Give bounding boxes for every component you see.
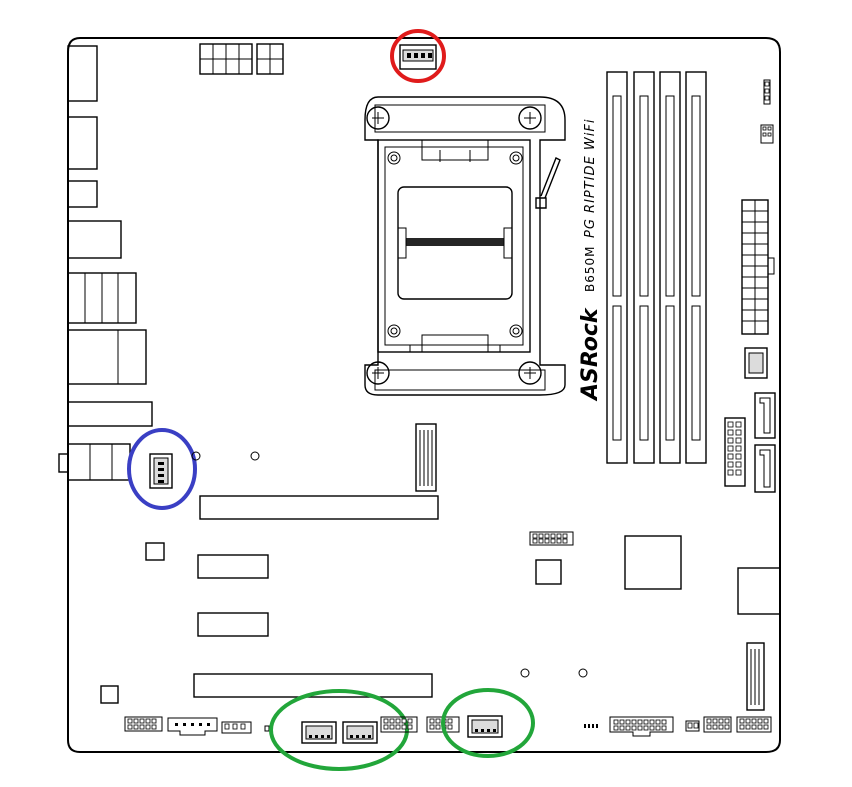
- cpu-socket: [364, 96, 566, 396]
- dimm-slots: [606, 71, 707, 464]
- green-highlight-circle-right: [441, 688, 535, 758]
- mount-hole: [250, 451, 260, 461]
- model-label: B650M: [583, 246, 597, 293]
- bottom-fan-header-1: [301, 721, 337, 744]
- pcie-slots: [193, 495, 439, 698]
- brand-label: ASRock: [578, 307, 603, 402]
- m2-connector-vertical: [415, 423, 437, 492]
- lower-right-connector: [746, 642, 765, 711]
- cpu-fan-header: [399, 44, 437, 70]
- chipset-chip: [624, 535, 682, 590]
- socket-screw-br: [518, 361, 542, 385]
- bottom-usb-headers: [380, 716, 460, 733]
- right-top-headers: [760, 79, 774, 144]
- mount-hole: [191, 451, 201, 461]
- bottom-headers: [124, 716, 270, 736]
- rear-fan-header: [149, 453, 173, 489]
- io-chip: [535, 559, 562, 585]
- socket-screw-tr: [518, 106, 542, 130]
- pcie-x1-slot: [197, 554, 269, 579]
- cpu-power-connector: [199, 43, 284, 75]
- atx-24pin-connector: [741, 199, 775, 335]
- pcie-x16-slot: [193, 673, 433, 698]
- socket-screw-tl: [366, 106, 390, 130]
- front-panel-headers: [584, 716, 772, 737]
- front-usb-header: [724, 417, 746, 487]
- pcie-x1-slot: [197, 612, 269, 637]
- series-label: PG RIPTIDE WiFi: [583, 119, 598, 238]
- usb-header-small: [744, 347, 768, 379]
- mount-hole: [578, 668, 588, 678]
- pcie-x16-slot: [199, 495, 439, 520]
- bottom-fan-header-2: [342, 721, 378, 744]
- small-chip: [145, 542, 165, 561]
- red-highlight-circle: [390, 29, 446, 83]
- small-chip: [100, 685, 119, 704]
- board-branding: ASRock B650M PG RIPTIDE WiFi: [578, 119, 603, 402]
- battery-holder: [737, 567, 781, 615]
- socket-screw-bl: [366, 361, 390, 385]
- bottom-fan-header-3: [467, 715, 503, 738]
- mount-hole: [520, 668, 530, 678]
- rear-io-panel: [58, 45, 153, 481]
- green-highlight-circle-left: [269, 689, 409, 771]
- sata-ports: [754, 392, 776, 493]
- blue-highlight-circle: [127, 428, 197, 510]
- tpm-header: [529, 531, 574, 546]
